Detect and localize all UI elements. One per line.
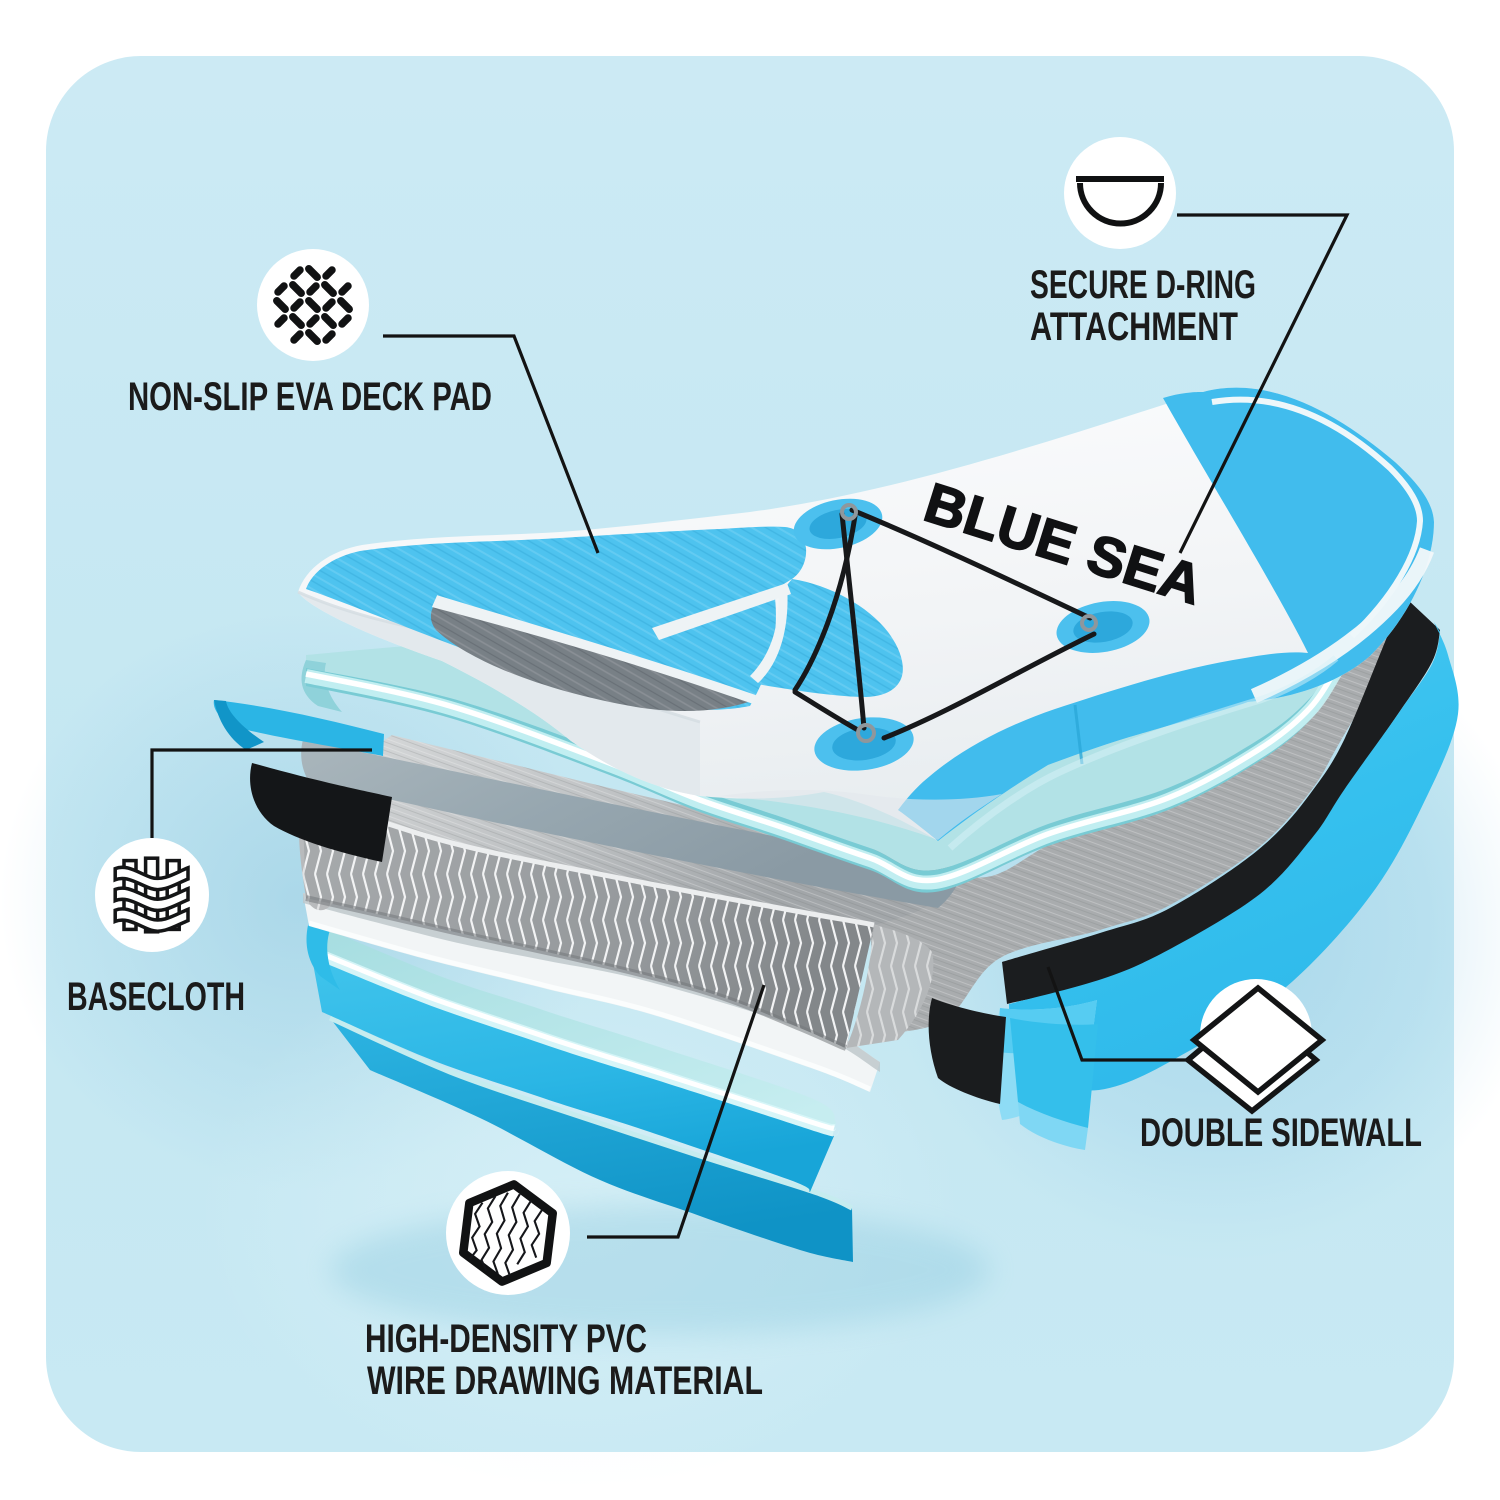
svg-text:ATTACHMENT: ATTACHMENT (1030, 305, 1238, 349)
svg-text:BASECLOTH: BASECLOTH (67, 975, 245, 1019)
svg-text:SECURE D-RING: SECURE D-RING (1030, 263, 1256, 307)
svg-text:WIRE DRAWING MATERIAL: WIRE DRAWING MATERIAL (367, 1359, 763, 1403)
svg-text:HIGH-DENSITY PVC: HIGH-DENSITY PVC (365, 1317, 647, 1361)
svg-text:DOUBLE SIDEWALL: DOUBLE SIDEWALL (1140, 1111, 1422, 1155)
svg-text:NON-SLIP EVA DECK PAD: NON-SLIP EVA DECK PAD (128, 375, 492, 419)
